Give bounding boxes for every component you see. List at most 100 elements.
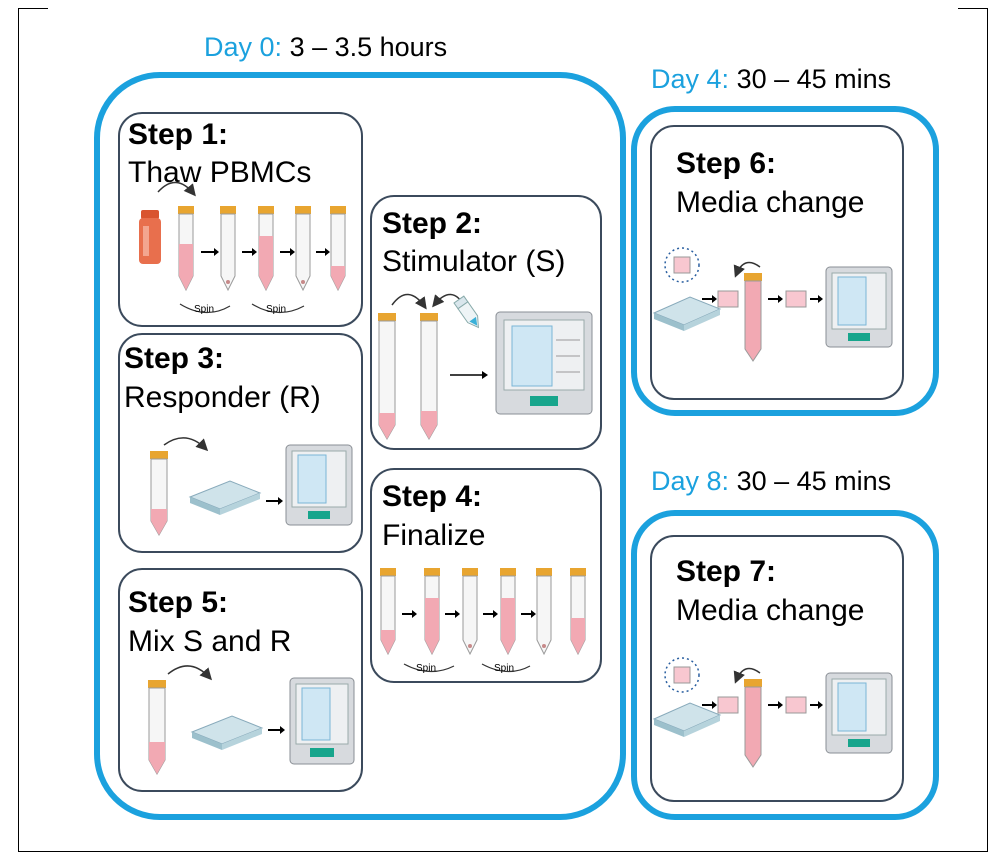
- spin-label: Spin: [416, 663, 436, 674]
- media-cup-icon: [785, 696, 807, 714]
- curved-arrow-icon: [157, 181, 196, 197]
- step6-title: Step 6:: [676, 147, 777, 180]
- step4-box: [370, 468, 602, 683]
- zoom-circle: [664, 247, 700, 283]
- step1-subtitle: Thaw PBMCs: [128, 156, 312, 189]
- step2-subtitle: Stimulator (S): [382, 245, 566, 278]
- day4-container: [631, 106, 939, 416]
- incubator-icon: [825, 672, 893, 754]
- step3-title: Step 3:: [124, 342, 225, 375]
- curved-arrow-icon: [391, 293, 427, 310]
- spin-label: Spin: [266, 304, 286, 315]
- peptide-tube-icon: [453, 295, 479, 329]
- arrow-right-icon: [402, 610, 417, 618]
- falcon-tube-icon: [150, 451, 168, 537]
- falcon-tube-icon: [295, 206, 311, 292]
- step6-subtitle: Media change: [676, 186, 865, 219]
- falcon-tube-icon: [744, 679, 762, 768]
- day0-label: Day 0:: [204, 32, 283, 62]
- step3-illustration: [150, 437, 353, 537]
- step7-subtitle: Media change: [676, 594, 865, 627]
- day4-duration: 30 – 45 mins: [736, 64, 892, 94]
- falcon-tube-icon: [220, 206, 236, 292]
- curved-arrow-icon: [733, 667, 761, 684]
- day0-duration: 3 – 3.5 hours: [289, 32, 448, 62]
- falcon-tube-icon: [258, 206, 274, 292]
- incubator-icon: [285, 444, 353, 526]
- step6-box: [650, 125, 904, 400]
- step2-illustration: [378, 293, 593, 441]
- day0-title: Day 0: 3 – 3.5 hours: [204, 32, 447, 63]
- day4-title: Day 4: 30 – 45 mins: [651, 64, 891, 95]
- incubator-icon: [825, 266, 893, 348]
- arrow-right-icon: [266, 497, 283, 505]
- falcon-tube-icon: [570, 568, 586, 656]
- step5-title: Step 5:: [128, 586, 229, 619]
- falcon-tube-icon: [330, 206, 346, 292]
- well-plate-icon: [188, 480, 262, 515]
- media-cup-icon: [673, 666, 691, 684]
- well-plate-icon: [652, 702, 722, 737]
- spin-icon: Spin: [481, 663, 531, 674]
- step2-title: Step 2:: [382, 207, 483, 240]
- day8-label: Day 8:: [651, 466, 730, 496]
- falcon-tube-icon: [378, 313, 396, 441]
- curved-arrow-icon: [163, 437, 209, 452]
- day0-container: [94, 72, 626, 820]
- step5-subtitle: Mix S and R: [128, 625, 292, 658]
- spin-icon: Spin: [403, 663, 455, 674]
- arrow-right-icon: [810, 295, 823, 303]
- arrow-right-icon: [483, 610, 498, 618]
- media-cup-icon: [673, 256, 691, 274]
- arrow-right-icon: [450, 371, 488, 379]
- step6-illustration: [652, 247, 893, 362]
- media-cup-icon: [785, 290, 807, 308]
- frame-top-right: [958, 8, 988, 9]
- falcon-tube-icon: [500, 568, 516, 656]
- well-plate-icon: [190, 715, 264, 750]
- media-cup-icon: [717, 290, 739, 308]
- falcon-tube-icon: [424, 568, 440, 656]
- curved-arrow-icon: [167, 665, 213, 681]
- arrow-right-icon: [201, 248, 219, 256]
- spin-label: Spin: [194, 304, 214, 315]
- spin-label: Spin: [494, 663, 514, 674]
- step1-title: Step 1:: [128, 118, 229, 151]
- step4-subtitle: Finalize: [382, 519, 486, 552]
- well-plate-icon: [652, 296, 722, 331]
- cryovial-icon: [139, 210, 161, 264]
- step3-subtitle: Responder (R): [124, 381, 321, 414]
- frame-top-left: [18, 8, 48, 9]
- falcon-tube-icon: [380, 568, 396, 656]
- arrow-right-icon: [242, 248, 257, 256]
- spin-icon: Spin: [179, 303, 231, 315]
- step7-box: [650, 535, 904, 802]
- zoom-circle: [664, 657, 700, 693]
- falcon-tube-icon: [536, 568, 552, 656]
- day8-duration: 30 – 45 mins: [736, 466, 892, 496]
- incubator-icon: [289, 677, 355, 765]
- falcon-tube-icon: [178, 206, 194, 292]
- arrow-right-icon: [768, 295, 783, 303]
- incubator-icon: [495, 311, 593, 415]
- step1-illustration: Spin Spin: [139, 181, 346, 315]
- falcon-tube-icon: [462, 568, 478, 656]
- falcon-tube-icon: [744, 273, 762, 362]
- step5-illustration: [148, 665, 355, 776]
- step4-title: Step 4:: [382, 480, 483, 513]
- arrow-right-icon: [268, 726, 285, 734]
- falcon-tube-icon: [148, 680, 166, 776]
- arrow-right-icon: [316, 248, 330, 256]
- curved-arrow-icon: [733, 261, 761, 278]
- figure-frame: [18, 8, 988, 852]
- arrow-right-icon: [521, 610, 536, 618]
- arrow-right-icon: [810, 701, 823, 709]
- day8-container: [631, 510, 939, 820]
- day4-label: Day 4:: [651, 64, 730, 94]
- falcon-tube-icon: [420, 313, 438, 441]
- step4-illustration: Spin Spin: [380, 568, 586, 674]
- media-cup-icon: [717, 696, 739, 714]
- day8-title: Day 8: 30 – 45 mins: [651, 466, 891, 497]
- step7-illustration: [652, 657, 893, 768]
- arrow-right-icon: [768, 701, 783, 709]
